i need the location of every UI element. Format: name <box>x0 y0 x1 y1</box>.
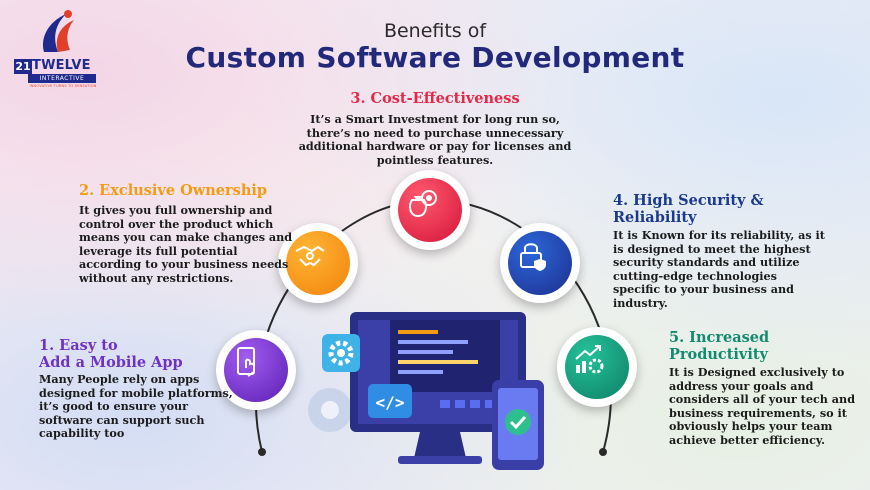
benefit-1-heading-line-1: 1. Easy to <box>39 337 118 354</box>
benefit-5-heading-line-1: 5. Increased <box>669 329 770 346</box>
benefit-2-block: 2. Exclusive Ownership It gives you full… <box>79 182 299 286</box>
handshake-icon <box>295 245 325 267</box>
page-subtitle: Benefits of <box>383 20 487 42</box>
benefit-1-circle <box>216 330 296 410</box>
benefit-4-heading-line-1: 4. High Security & <box>613 192 764 209</box>
logo-figure-icon <box>42 10 74 52</box>
benefit-4-heading-line-2: Reliability <box>613 209 697 226</box>
computer-illustration: </> <box>308 312 544 470</box>
benefit-5-circle <box>557 327 637 407</box>
benefit-1-block: 1. Easy to Add a Mobile App Many People … <box>39 337 239 441</box>
benefit-2-text: It gives you full ownership and control … <box>79 203 293 285</box>
benefit-5-heading-line-2: Productivity <box>669 346 768 363</box>
benefit-3-heading: 3. Cost-Effectiveness <box>350 90 520 107</box>
benefit-1-text: Many People rely on apps designed for mo… <box>39 372 233 441</box>
benefit-3-block: 3. Cost-Effectiveness It’s a Smart Inves… <box>290 90 580 167</box>
mobile-touch-icon <box>237 347 255 377</box>
benefit-4-block: 4. High Security & Reliability It is Kno… <box>613 192 828 311</box>
lock-shield-icon <box>520 243 546 271</box>
logo-subtitle: INTERACTIVE <box>28 74 96 83</box>
logo-name: TWELVE <box>32 58 91 73</box>
benefit-5-block: 5. Increased Productivity It is Designed… <box>669 329 869 448</box>
company-logo: 21 TWELVE INTERACTIVE INNOVATIVE TURNS T… <box>10 8 102 90</box>
benefit-3-circle <box>390 170 470 250</box>
benefit-2-circle <box>278 223 358 303</box>
benefit-5-text: It is Designed exclusively to address yo… <box>669 365 856 447</box>
benefit-4-circle <box>500 223 580 303</box>
logo-tagline: INNOVATIVE TURNS TO SENSATION <box>29 84 97 88</box>
page-title: Custom Software Development <box>185 41 685 74</box>
svg-text:</>: </> <box>376 393 405 412</box>
benefit-3-text: It’s a Smart Investment for long run so,… <box>298 112 572 167</box>
money-bag-target-icon <box>409 190 437 218</box>
benefit-4-text: It is Known for its reliability, as it i… <box>613 228 825 310</box>
growth-chart-gear-icon <box>575 345 604 374</box>
benefit-1-heading-line-2: Add a Mobile App <box>39 354 183 371</box>
logo-number: 21 <box>14 59 32 74</box>
benefit-2-heading: 2. Exclusive Ownership <box>79 182 268 199</box>
